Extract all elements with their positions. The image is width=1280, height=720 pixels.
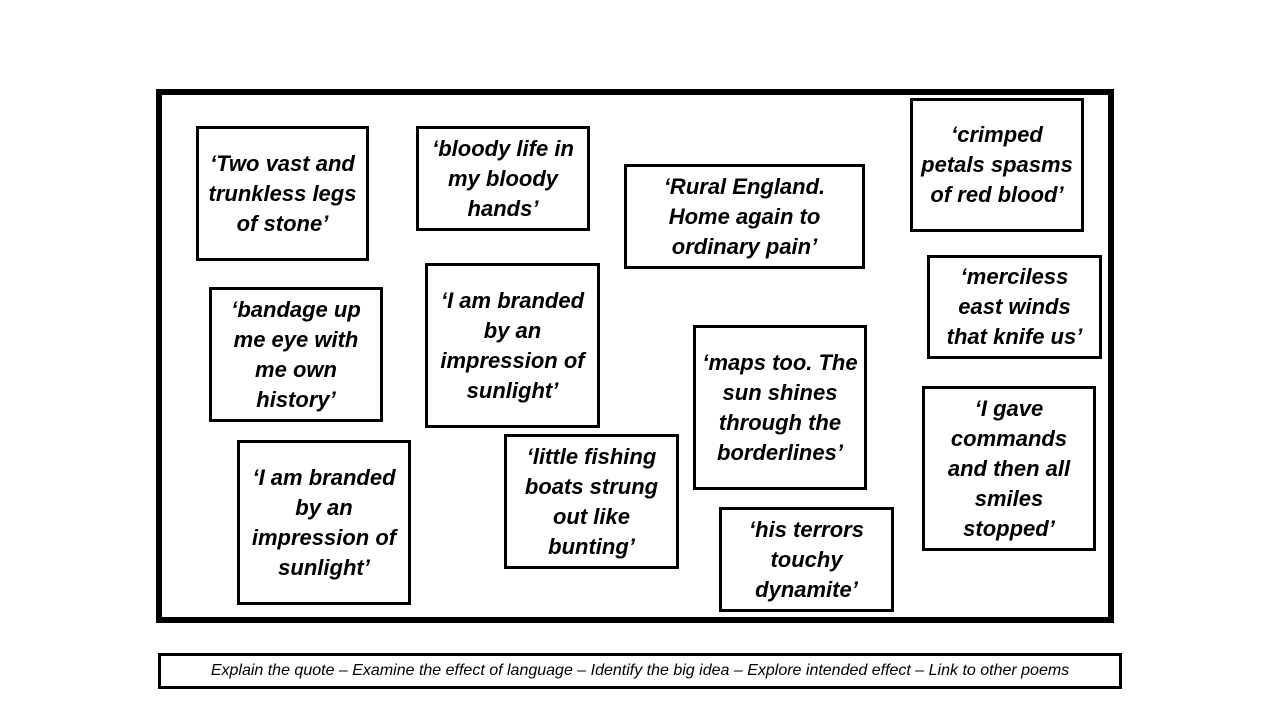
quote-text: ‘merciless east winds that knife us’ — [946, 264, 1083, 349]
instructions-box: Explain the quote – Examine the effect o… — [158, 653, 1122, 689]
quote-card-branded-sunlight-2: ‘I am branded by an impression of sunlig… — [237, 440, 411, 605]
quote-card-touchy-dynamite: ‘his terrors touchy dynamite’ — [719, 507, 894, 612]
quote-text: ‘bandage up me eye with me own history’ — [231, 296, 361, 412]
quote-text: ‘maps too. The sun shines through the bo… — [702, 349, 858, 465]
quote-text: ‘I am branded by an impression of sunlig… — [440, 287, 585, 403]
quote-card-rural-england: ‘Rural England. Home again to ordinary p… — [624, 164, 865, 269]
quote-card-crimped-petals: ‘crimped petals spasms of red blood’ — [910, 98, 1084, 232]
quote-card-maps-borderlines: ‘maps too. The sun shines through the bo… — [693, 325, 867, 490]
quote-text: ‘little fishing boats strung out like bu… — [524, 443, 659, 559]
quote-text: ‘bloody life in my bloody hands’ — [432, 135, 574, 221]
quote-card-ozymandias: ‘Two vast and trunkless legs of stone’ — [196, 126, 369, 261]
quote-card-merciless-winds: ‘merciless east winds that knife us’ — [927, 255, 1102, 359]
instructions-text: Explain the quote – Examine the effect o… — [210, 662, 1070, 679]
quote-card-branded-sunlight-1: ‘I am branded by an impression of sunlig… — [425, 263, 600, 428]
quote-text: ‘I gave commands and then all smiles sto… — [947, 395, 1071, 541]
quote-card-fishing-boats: ‘little fishing boats strung out like bu… — [504, 434, 679, 569]
quote-card-gave-commands: ‘I gave commands and then all smiles sto… — [922, 386, 1096, 551]
quote-text: ‘I am branded by an impression of sunlig… — [251, 464, 397, 580]
quote-text: ‘Rural England. Home again to ordinary p… — [663, 173, 826, 259]
quote-text: ‘crimped petals spasms of red blood’ — [921, 122, 1073, 207]
quote-text: ‘his terrors touchy dynamite’ — [749, 516, 864, 602]
quote-card-bloody-hands: ‘bloody life in my bloody hands’ — [416, 126, 590, 231]
quote-text: ‘Two vast and trunkless legs of stone’ — [208, 150, 357, 236]
quote-card-bandage-eye: ‘bandage up me eye with me own history’ — [209, 287, 383, 422]
